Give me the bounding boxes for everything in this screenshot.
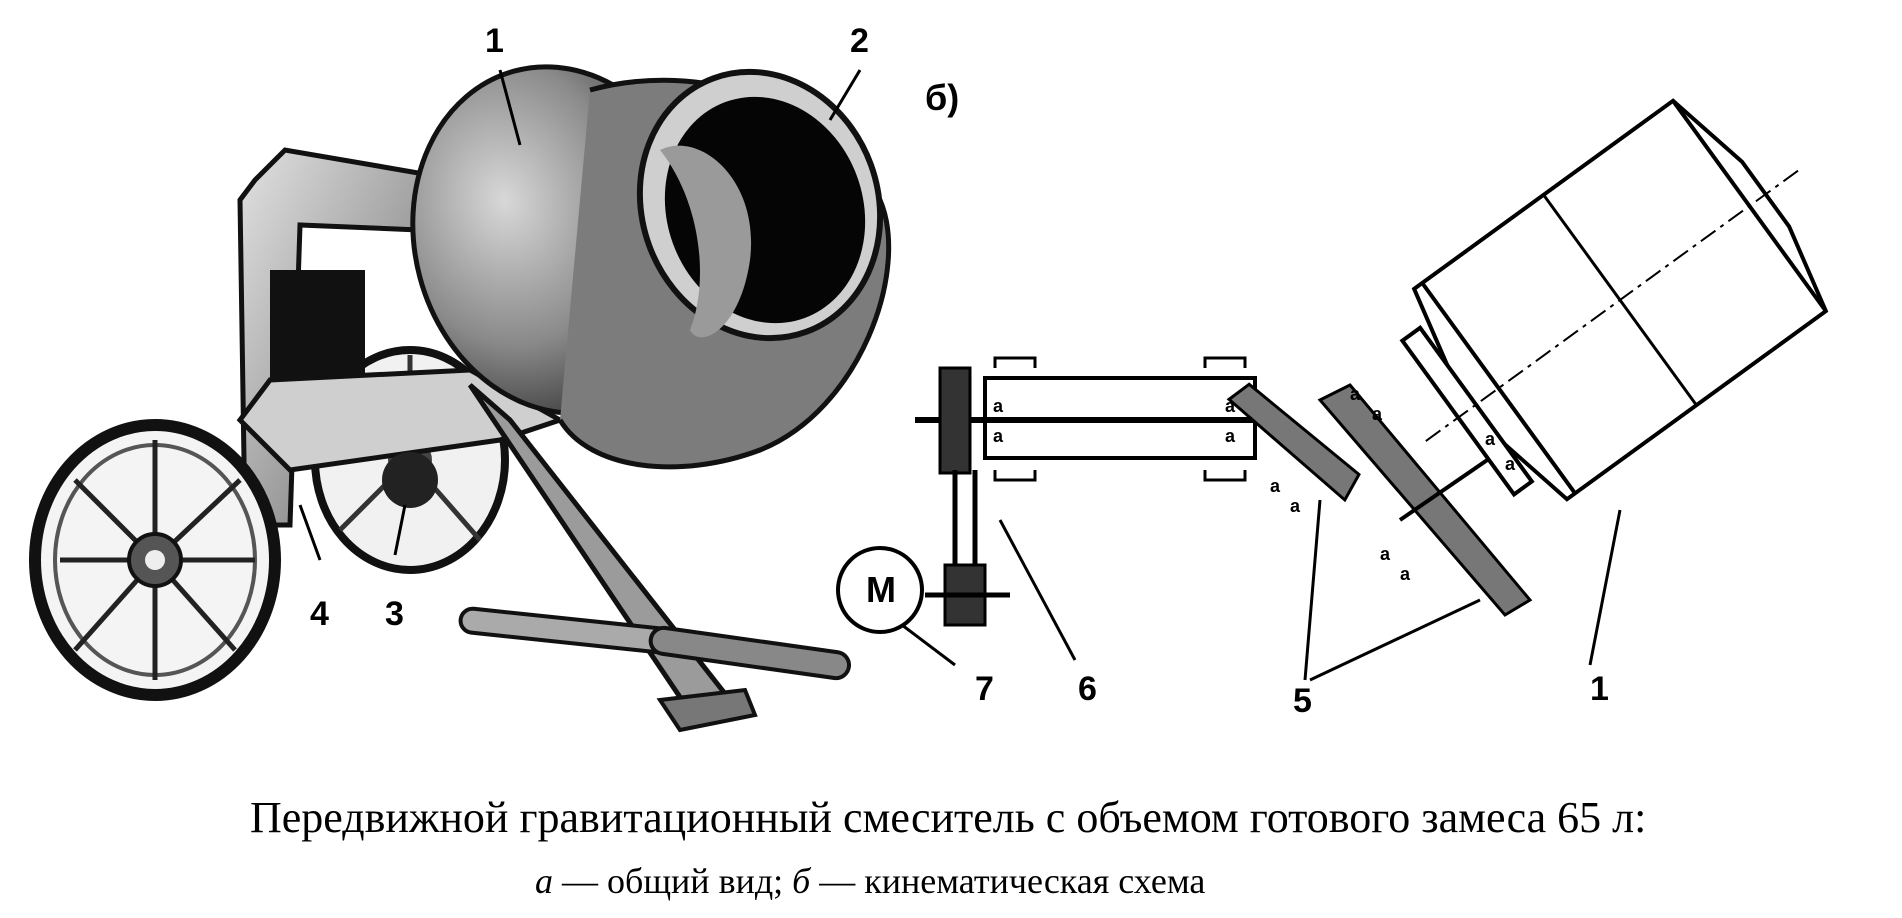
bearing-mark: a (1350, 384, 1361, 404)
tow-bar (458, 606, 852, 681)
bearing-mark: a (993, 396, 1004, 416)
view-leader-lines (298, 69, 862, 561)
motor-label: M (866, 569, 896, 610)
mixing-drum (410, 64, 892, 470)
caption-a-letter: а (535, 861, 553, 901)
caption-b-letter: б (792, 861, 811, 901)
bearing-mark: a (993, 426, 1004, 446)
callout-4-frame: 4 (310, 595, 329, 633)
motor-circle (836, 546, 924, 634)
frame (236, 147, 852, 733)
callout-5-gears: 5 (1293, 682, 1312, 720)
front-wheel (29, 419, 281, 701)
callout-3-gear: 3 (385, 595, 404, 633)
callout-2-drum-mouth: 2 (850, 22, 869, 60)
bearing-marks: a a a a a a a a a a a a (993, 384, 1516, 584)
callout-7-motor: 7 (975, 670, 994, 708)
mixer-figure: 1 2 3 4 б) (29, 22, 1829, 733)
scheme-drum (1399, 98, 1829, 502)
bearing-mark: a (1372, 404, 1383, 424)
bearing-mark: a (1400, 564, 1411, 584)
bearing-mark: a (1270, 476, 1281, 496)
caption-line-1: Передвижной гравитационный смеситель с о… (250, 793, 1647, 842)
caption-a-description: — общий вид; (562, 861, 784, 901)
caption-line-2: а — общий вид; б — кинематическая схема (535, 860, 1205, 902)
bearing-mark: a (1290, 496, 1301, 516)
kinematic-scheme (836, 98, 1829, 682)
bearing-mark: a (1225, 426, 1236, 446)
callout-1-drum: 1 (485, 22, 504, 60)
bearing-mark: a (1380, 544, 1391, 564)
general-view-illustration: 1 2 3 4 (29, 22, 892, 733)
caption-b-description: — кинематическая схема (819, 861, 1206, 901)
panel-label-b: б) (925, 77, 959, 118)
callout-6-belt: 6 (1078, 670, 1097, 708)
bearing-mark: a (1485, 429, 1496, 449)
bearing-mark: a (1225, 396, 1236, 416)
bearing-mark: a (1505, 454, 1516, 474)
callout-1-scheme-drum: 1 (1590, 670, 1609, 708)
